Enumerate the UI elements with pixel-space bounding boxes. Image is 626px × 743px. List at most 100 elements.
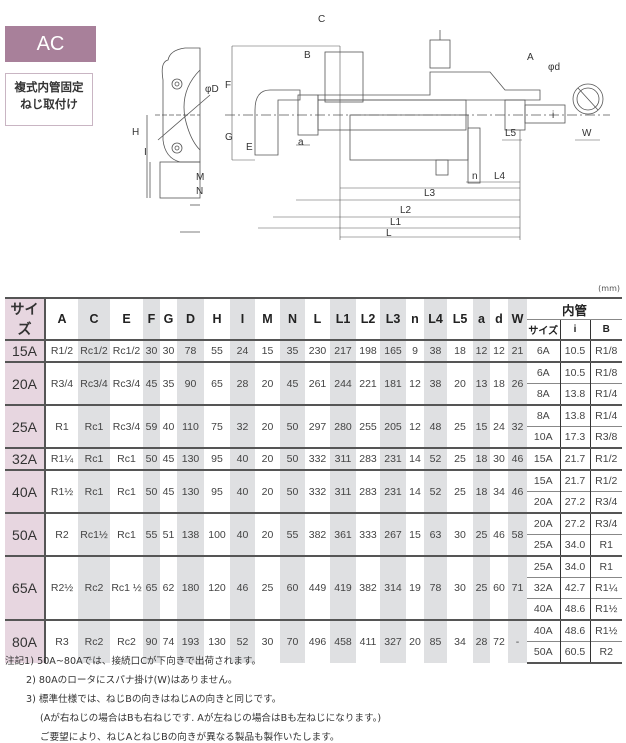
size-cell: 32A	[5, 447, 46, 470]
dimension-cell: 382	[305, 512, 330, 556]
dimension-cell: 12	[406, 404, 424, 448]
label-C: C	[318, 14, 325, 25]
dimension-cell: R1½	[45, 469, 78, 513]
dimension-cell: Rc1	[78, 469, 110, 513]
inner-pipe-cell: 10A	[527, 426, 560, 448]
inner-pipe-cell: 40A	[527, 619, 560, 642]
dimension-cell: 13	[473, 361, 490, 405]
column-header: L1	[330, 297, 356, 340]
dimension-cell: 20	[447, 361, 473, 405]
column-header: I	[230, 297, 255, 340]
dimension-cell: 12	[490, 339, 508, 362]
column-header: G	[160, 297, 177, 340]
dimension-cell: 40	[230, 469, 255, 513]
label-I: I	[144, 147, 147, 158]
dimension-cell: 50	[280, 447, 305, 470]
dimension-cell: 15	[255, 339, 280, 362]
dimension-cell: Rc1 ½	[110, 555, 143, 620]
label-L: L	[386, 228, 392, 239]
dimension-cell: 18	[473, 469, 490, 513]
dimension-cell: 180	[177, 555, 204, 620]
notes: 注記1) 50A~80Aでは、接続口Cが下向きで出荷されます。 2) 80Aのロ…	[5, 652, 381, 743]
dimension-cell: 297	[305, 404, 330, 448]
dimension-cell: R1¼	[45, 447, 78, 470]
model-badge: AC	[5, 26, 96, 62]
unit-label: (mm)	[598, 284, 620, 293]
dimension-cell: 361	[330, 512, 356, 556]
column-header: L	[305, 297, 330, 340]
inner-pipe-cell: 15A	[527, 469, 560, 492]
dimension-cell: R1	[45, 404, 78, 448]
inner-pipe-cell: 17.3	[559, 426, 590, 448]
inner-pipe-cell: 6A	[527, 361, 560, 384]
column-header: L4	[424, 297, 447, 340]
dimension-cell: 130	[177, 469, 204, 513]
dimension-cell: 30	[447, 555, 473, 620]
label-L4: L4	[494, 171, 506, 182]
dimension-cell: 458	[330, 619, 356, 663]
dimension-cell: 34	[447, 619, 473, 663]
column-header: d	[490, 297, 508, 340]
dimension-cell: 58	[508, 512, 527, 556]
dimension-cell: 20	[255, 512, 280, 556]
inner-pipe-cell: 32A	[527, 577, 560, 599]
dimension-cell: 30	[255, 619, 280, 663]
dimension-cell: 32	[230, 404, 255, 448]
dimension-cell: 28	[473, 619, 490, 663]
dimension-cell: 32	[508, 404, 527, 448]
inner-subheader: サイズ	[527, 319, 560, 340]
label-L2: L2	[400, 205, 412, 216]
column-header: n	[406, 297, 424, 340]
inner-pipe-cell: 20A	[527, 491, 560, 513]
dimension-cell: 50	[280, 404, 305, 448]
inner-pipe-cell: R1	[589, 555, 623, 578]
dimension-cell: 28	[230, 361, 255, 405]
dimension-cell: 311	[330, 469, 356, 513]
dimension-cell: 55	[204, 339, 230, 362]
dimension-cell: R3	[45, 619, 78, 663]
dimension-cell: 20	[255, 404, 280, 448]
dimension-cell: 51	[160, 512, 177, 556]
dimension-cell: R3/4	[45, 361, 78, 405]
size-cell: 15A	[5, 339, 46, 362]
dimension-cell: 12	[473, 339, 490, 362]
dimension-cell: 46	[490, 512, 508, 556]
dimension-cell: Rc1	[110, 469, 143, 513]
dimension-cell: 45	[143, 361, 160, 405]
dimension-cell: Rc3/4	[78, 361, 110, 405]
dimension-cell: 95	[204, 447, 230, 470]
dimension-cell: 411	[356, 619, 380, 663]
dimension-cell: Rc1	[110, 512, 143, 556]
dimension-cell: 72	[490, 619, 508, 663]
dimension-cell: 283	[356, 447, 380, 470]
dimension-cell: Rc1½	[78, 512, 110, 556]
dimension-cell: 59	[143, 404, 160, 448]
dimension-cell: 267	[380, 512, 406, 556]
dimension-cell: Rc2	[110, 619, 143, 663]
dimension-cell: 333	[356, 512, 380, 556]
label-M: M	[196, 172, 204, 183]
dimension-cell: 65	[143, 555, 160, 620]
dimension-cell: 14	[406, 469, 424, 513]
inner-pipe-cell: 27.2	[559, 491, 590, 513]
dimension-cell: 193	[177, 619, 204, 663]
dimension-cell: 60	[490, 555, 508, 620]
size-cell: 80A	[5, 619, 46, 663]
main-view	[225, 30, 610, 184]
dimension-cell: Rc2	[78, 555, 110, 620]
dimension-cell: 332	[305, 447, 330, 470]
column-header: A	[45, 297, 78, 340]
dimension-cell: 280	[330, 404, 356, 448]
column-header: L3	[380, 297, 406, 340]
inner-pipe-cell: 34.0	[559, 555, 590, 578]
inner-pipe-cell: 40A	[527, 598, 560, 620]
column-header: M	[255, 297, 280, 340]
dimension-cell: 283	[356, 469, 380, 513]
dimension-cell: 221	[356, 361, 380, 405]
note-3-custom: ご要望により、ねじAとねじBの向きが異なる製品も製作いたします。	[40, 732, 340, 743]
